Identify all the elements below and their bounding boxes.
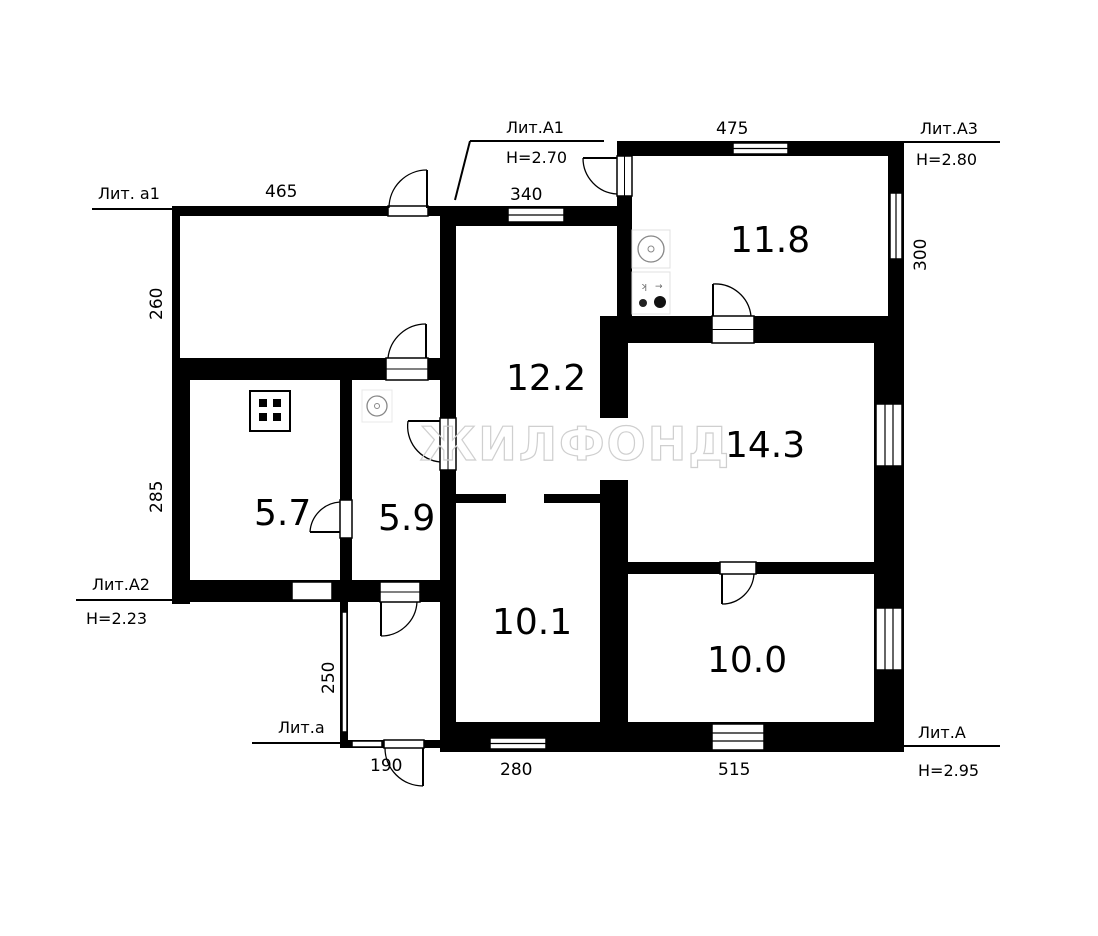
room-area-14-3: 14.3 xyxy=(725,425,805,466)
room-area-5-9: 5.9 xyxy=(378,498,435,539)
window-bottom-5-7 xyxy=(291,581,333,601)
label-lit-a: Лит.а xyxy=(278,718,325,737)
door-11-8-bottom xyxy=(711,283,755,344)
label-lit-A3: Лит.А3 xyxy=(920,119,978,138)
door-10-0-top xyxy=(719,561,757,605)
dim-190: 190 xyxy=(370,756,402,776)
boiler-icon xyxy=(249,390,291,432)
stove-icon: ʞ → xyxy=(631,271,671,315)
dim-300: 300 xyxy=(911,239,931,271)
fixtures: ʞ → xyxy=(249,229,671,432)
label-lit-a1-lower: Лит. а1 xyxy=(98,184,160,203)
door-a1-top xyxy=(387,169,429,217)
door-5-9-to-12-2 xyxy=(406,417,457,471)
room-areas: 11.8 12.2 14.3 5.7 5.9 10.1 10.0 xyxy=(254,220,810,681)
leader-lines xyxy=(76,140,1000,747)
window-top-12-2 xyxy=(507,207,565,223)
label-lit-A: Лит.А xyxy=(918,723,966,742)
dim-465: 465 xyxy=(265,182,297,202)
label-h-A1: H=2.70 xyxy=(506,148,567,167)
dim-280: 280 xyxy=(500,760,532,780)
room-area-10-0: 10.0 xyxy=(707,640,787,681)
room-area-11-8: 11.8 xyxy=(730,220,810,261)
dim-250: 250 xyxy=(319,662,339,694)
sink-icon xyxy=(631,229,671,269)
watermark-text: ЖИЛФОНД xyxy=(420,417,731,471)
window-right-11-8 xyxy=(889,192,903,260)
door-5-7-to-5-9 xyxy=(309,499,353,539)
dimensions: 475 465 340 300 260 285 250 190 280 515 xyxy=(147,119,931,780)
window-bottom-10-1 xyxy=(489,737,547,750)
label-h-A2: H=2.23 xyxy=(86,609,147,628)
window-right-10-0 xyxy=(875,607,903,671)
washbasin-icon xyxy=(361,389,393,423)
label-lit-A2: Лит.А2 xyxy=(92,575,150,594)
label-lit-A1: Лит.А1 xyxy=(506,118,564,137)
window-top-11-8 xyxy=(732,142,789,155)
door-5-9-bottom xyxy=(379,581,421,637)
window-right-14-3 xyxy=(875,403,903,467)
room-area-10-1: 10.1 xyxy=(492,602,572,643)
window-bottom-10-0 xyxy=(711,723,765,751)
door-porch-bottom xyxy=(383,739,425,787)
window-porch-bottom xyxy=(351,740,383,748)
dim-285: 285 xyxy=(147,481,167,513)
liter-labels: Лит. а1 Лит.А1 H=2.70 Лит.А3 H=2.80 Лит.… xyxy=(86,118,979,780)
windows xyxy=(291,142,903,751)
svg-text:→: → xyxy=(655,282,663,292)
dim-515: 515 xyxy=(718,760,750,780)
door-11-8-entry xyxy=(582,155,633,197)
room-area-12-2: 12.2 xyxy=(506,358,586,399)
door-a2-top xyxy=(385,323,429,381)
svg-text:ʞ: ʞ xyxy=(641,282,647,292)
window-porch-left xyxy=(341,611,348,733)
label-h-A3: H=2.80 xyxy=(916,150,977,169)
dim-475: 475 xyxy=(716,119,748,139)
label-h-A: H=2.95 xyxy=(918,761,979,780)
dim-260: 260 xyxy=(147,288,167,320)
doors xyxy=(309,155,757,787)
room-area-5-7: 5.7 xyxy=(254,493,311,534)
dim-340: 340 xyxy=(510,185,542,205)
